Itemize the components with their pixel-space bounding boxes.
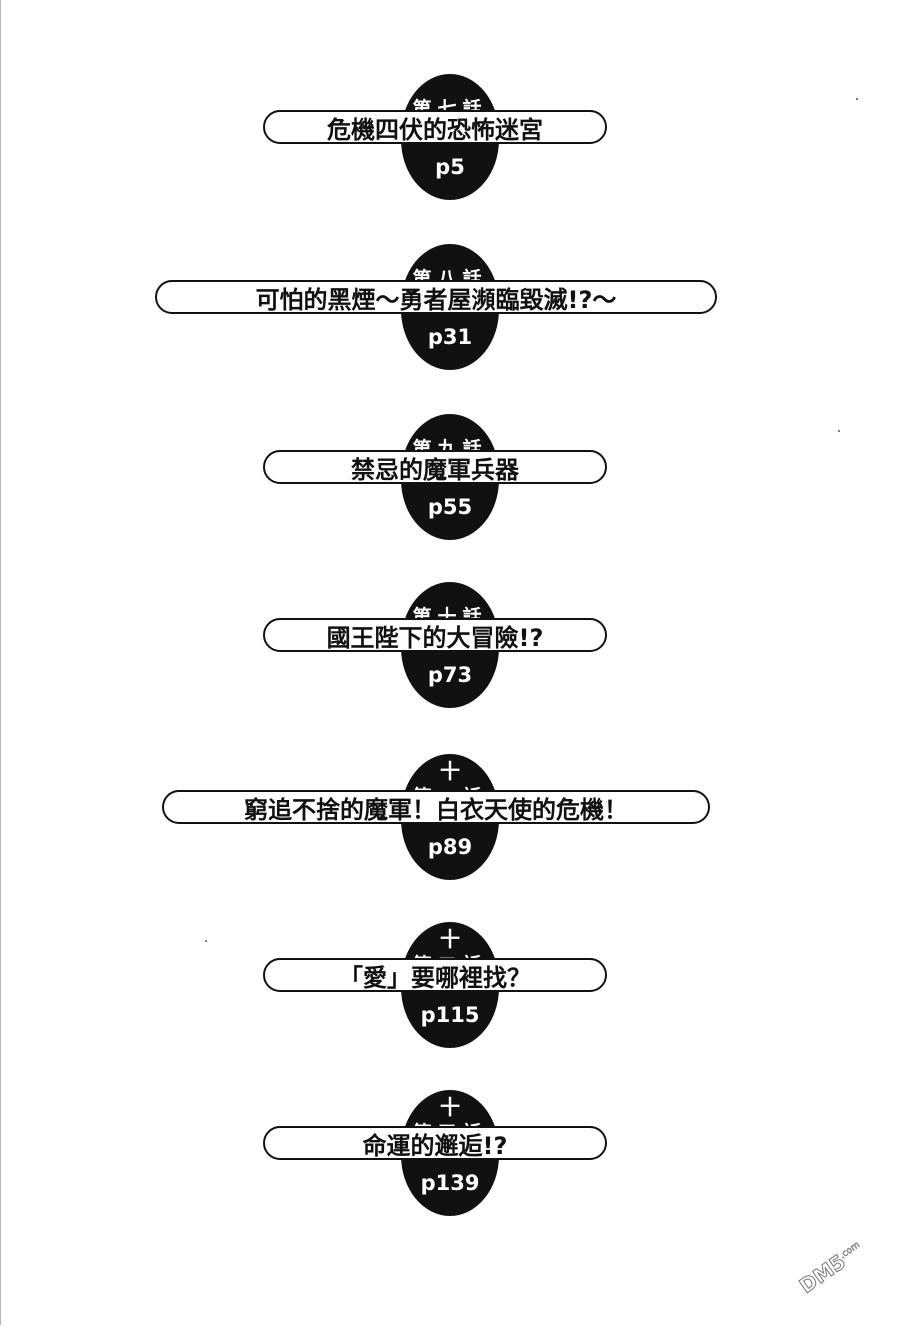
page-number: p115 [420,1003,480,1027]
watermark-domain: .com [838,1240,862,1261]
chapter-title: 「愛」要哪裡找？ [339,963,531,992]
chapter-title: 危機四伏的恐怖迷宮 [327,115,543,144]
title-banner: 危機四伏的恐怖迷宮 [263,110,607,144]
page-number: p139 [420,1171,480,1195]
page-number: p31 [427,325,473,349]
page-edge [0,0,1,1325]
toc-entry-13[interactable]: 十 第三話 命運的邂逅!? p139 [0,1086,900,1246]
chapter-title: 命運的邂逅!? [362,1131,508,1160]
page-number: p73 [427,663,473,687]
scan-speck [856,98,858,100]
scan-speck [838,430,840,432]
toc-entry-11[interactable]: 十 第一話 窮追不捨的魔軍！白衣天使的危機！ p89 [0,750,900,910]
toc-entry-10[interactable]: 第十話 國王陛下的大冒險!? p73 [0,578,900,738]
toc-entry-12[interactable]: 十 第二話 「愛」要哪裡找？ p115 [0,918,900,1078]
toc-entry-7[interactable]: 第七話 危機四伏的恐怖迷宮 p5 [0,70,900,230]
page-number: p5 [435,155,465,179]
chapter-title: 禁忌的魔軍兵器 [351,455,519,484]
title-banner: 禁忌的魔軍兵器 [263,450,607,484]
title-banner: 窮追不捨的魔軍！白衣天使的危機！ [162,790,710,824]
title-banner: 命運的邂逅!? [263,1126,607,1160]
chapter-title: 窮追不捨的魔軍！白衣天使的危機！ [244,795,628,824]
title-banner: 國王陛下的大冒險!? [263,618,607,652]
chapter-title: 國王陛下的大冒險!? [326,623,544,652]
title-banner: 「愛」要哪裡找？ [263,958,607,992]
page-number: p55 [427,495,473,519]
episode-number-tens: 十 [440,759,460,783]
episode-number-tens: 十 [440,927,460,951]
toc-entry-8[interactable]: 第八話 可怕的黑煙～勇者屋瀕臨毀滅!?～ p31 [0,240,900,400]
toc-entry-9[interactable]: 第九話 禁忌的魔軍兵器 p55 [0,410,900,570]
page-number: p89 [427,835,473,859]
chapter-title: 可怕的黑煙～勇者屋瀕臨毀滅!?～ [255,285,617,314]
title-banner: 可怕的黑煙～勇者屋瀕臨毀滅!?～ [155,280,717,314]
scan-speck [205,940,207,942]
episode-number-tens: 十 [440,1095,460,1119]
